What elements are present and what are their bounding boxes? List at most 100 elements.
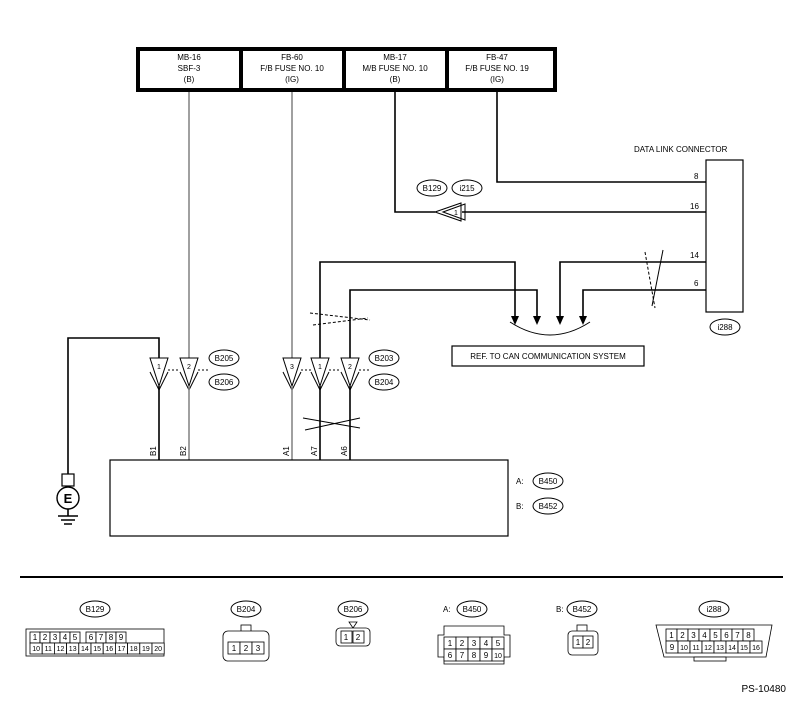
svg-text:1: 1 — [454, 210, 458, 217]
svg-text:(B): (B) — [184, 75, 195, 84]
b450-pin-label: 10 — [494, 653, 502, 660]
svg-text:DATA LINK CONNECTOR: DATA LINK CONNECTOR — [634, 145, 728, 154]
svg-text:(IG): (IG) — [490, 75, 504, 84]
svg-text:B:: B: — [556, 605, 564, 614]
svg-text:A7: A7 — [310, 446, 319, 456]
b129-pin-label: 11 — [45, 646, 52, 653]
b129-pin-label: 3 — [53, 633, 58, 642]
b129-pin-label: 17 — [118, 646, 126, 653]
connector-b452: B: B452 1 2 — [556, 600, 599, 656]
i288-pin-label: 11 — [692, 645, 699, 652]
fuse-fb47: FB-47 F/B FUSE NO. 19 (IG) — [465, 53, 529, 84]
can-arc — [509, 321, 591, 336]
svg-text:2: 2 — [348, 364, 352, 371]
b129-pin-cell — [151, 642, 165, 655]
svg-text:B450: B450 — [463, 605, 482, 614]
i288-pin-label: 15 — [740, 645, 748, 652]
b129-pin-label: 2 — [43, 633, 48, 642]
svg-text:A6: A6 — [340, 446, 349, 456]
svg-text:1: 1 — [576, 638, 581, 647]
svg-text:B2: B2 — [179, 446, 188, 456]
svg-text:A:: A: — [516, 477, 524, 486]
ecu-box: B1 B2 A1 A7 A6 A: B450 B: B452 — [109, 446, 564, 537]
i288-pin-label: 2 — [680, 631, 685, 640]
svg-text:2: 2 — [244, 644, 249, 653]
i288-pin-label: 6 — [724, 631, 729, 640]
svg-text:i215: i215 — [459, 184, 475, 193]
svg-text:i288: i288 — [706, 605, 722, 614]
svg-text:8: 8 — [694, 172, 699, 181]
svg-text:REF. TO CAN COMMUNICATION SYST: REF. TO CAN COMMUNICATION SYSTEM — [470, 352, 626, 361]
b129-pin-label: 10 — [32, 646, 40, 653]
svg-text:14: 14 — [690, 251, 699, 260]
svg-text:3: 3 — [256, 644, 261, 653]
data-link-connector: DATA LINK CONNECTOR 8 16 14 6 i288 — [634, 145, 744, 336]
i288-pin-label: 4 — [702, 631, 707, 640]
wire-dlc14 — [559, 261, 706, 318]
b129-pin-label: 5 — [73, 633, 78, 642]
b450-pin-label: 6 — [448, 651, 453, 660]
twist-marker-bottom — [302, 417, 361, 431]
i288-pin-label: 3 — [691, 631, 696, 640]
svg-text:B129: B129 — [423, 184, 442, 193]
svg-text:(B): (B) — [390, 75, 401, 84]
svg-text:B205: B205 — [215, 354, 234, 363]
b450-pin-label: 7 — [460, 651, 465, 660]
i288-pin-label: 10 — [680, 645, 688, 652]
svg-text:1: 1 — [318, 364, 322, 371]
i288-pin-label: 1 — [669, 631, 674, 640]
svg-text:SBF-3: SBF-3 — [178, 64, 201, 73]
b450-pin-label: 3 — [472, 639, 477, 648]
b450-pin-label: 9 — [484, 651, 489, 660]
svg-text:F/B FUSE NO. 19: F/B FUSE NO. 19 — [465, 64, 529, 73]
b129-pin-label: 6 — [89, 633, 94, 642]
b129-pin-label: 18 — [130, 646, 138, 653]
svg-text:A:: A: — [443, 605, 451, 614]
svg-text:2: 2 — [187, 364, 191, 371]
b450-pin-label: 1 — [448, 639, 453, 648]
svg-text:1: 1 — [232, 644, 237, 653]
svg-text:B206: B206 — [344, 605, 363, 614]
i288-pin-label: 14 — [728, 645, 736, 652]
inline-connector-b203-b204: 3 1 2 B203 B204 — [282, 349, 400, 392]
svg-text:M/B FUSE NO. 10: M/B FUSE NO. 10 — [362, 64, 428, 73]
wire-a6 — [349, 289, 538, 358]
i288-pin-label: 5 — [713, 631, 718, 640]
b129-pin-label: 14 — [81, 646, 89, 653]
wire-dlc6 — [582, 289, 706, 318]
connector-b206: B206 1 2 — [335, 600, 371, 647]
svg-text:A1: A1 — [282, 446, 291, 456]
svg-text:E: E — [64, 491, 73, 506]
fuse-mb16: MB-16 SBF-3 (B) — [177, 53, 201, 84]
b129-pin-label: 12 — [57, 646, 65, 653]
svg-text:B1: B1 — [149, 446, 158, 456]
svg-text:FB-60: FB-60 — [281, 53, 303, 62]
i288-pin-label: 12 — [704, 645, 712, 652]
svg-text:FB-47: FB-47 — [486, 53, 508, 62]
b129-pin-label: 20 — [154, 646, 162, 653]
svg-text:6: 6 — [694, 279, 699, 288]
svg-text:1: 1 — [157, 364, 161, 371]
i288-pin-cell — [749, 640, 763, 654]
i288-pin-label: 13 — [716, 645, 724, 652]
twist-marker-top — [309, 312, 371, 326]
b129-pin-label: 8 — [109, 633, 114, 642]
b450-pin-label: 4 — [484, 639, 489, 648]
svg-text:B:: B: — [516, 502, 524, 511]
wire-fb47 — [496, 92, 706, 183]
svg-text:B204: B204 — [237, 605, 256, 614]
svg-text:B203: B203 — [375, 354, 394, 363]
svg-text:i288: i288 — [717, 323, 733, 332]
svg-text:MB-17: MB-17 — [383, 53, 407, 62]
ground-symbol: E — [56, 473, 80, 525]
svg-text:B129: B129 — [86, 605, 105, 614]
wire-ground — [67, 337, 160, 474]
b450-pin-label: 8 — [472, 651, 477, 660]
svg-text:(IG): (IG) — [285, 75, 299, 84]
fuse-fb60: FB-60 F/B FUSE NO. 10 (IG) — [260, 53, 324, 84]
svg-text:MB-16: MB-16 — [177, 53, 201, 62]
connector-b204: B204 1 2 3 — [222, 600, 270, 662]
